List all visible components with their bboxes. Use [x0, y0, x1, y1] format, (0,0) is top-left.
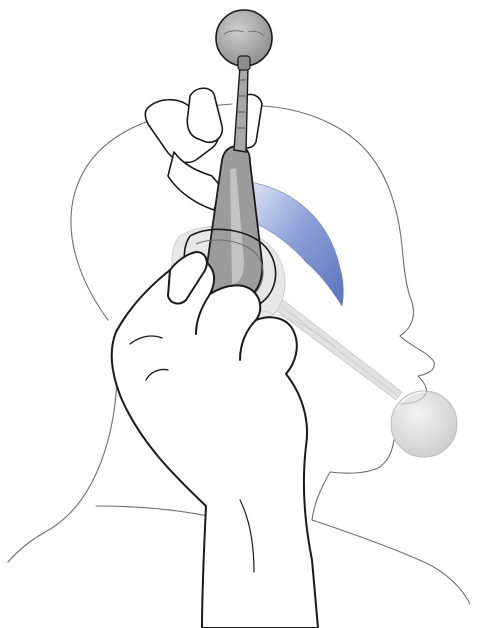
microphone-ball-faded [391, 391, 457, 457]
microphone-ball-upright [216, 10, 272, 70]
